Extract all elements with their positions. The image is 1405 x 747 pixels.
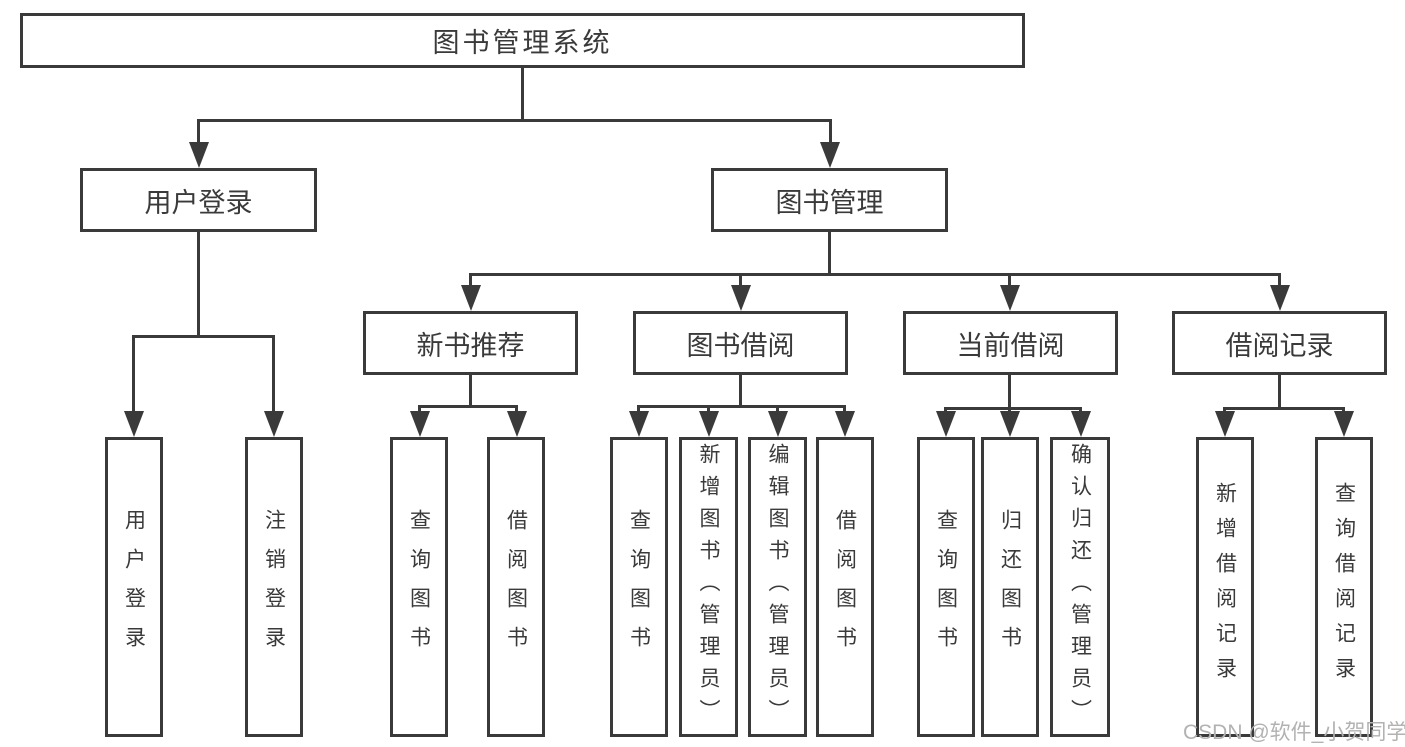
connector-line xyxy=(739,273,742,289)
connector-line xyxy=(197,232,200,335)
node-borrow-records-label: 借阅记录 xyxy=(1225,330,1334,361)
connector-line xyxy=(132,335,275,338)
connector-line xyxy=(1223,407,1345,410)
connector-line xyxy=(521,68,524,119)
connector-line xyxy=(1278,375,1281,407)
node-current-borrow: 当前借阅 xyxy=(903,311,1118,375)
arrow-down-icon xyxy=(1071,411,1091,437)
connector-line xyxy=(1008,375,1011,407)
arrow-down-icon xyxy=(936,411,956,437)
csdn-watermark: CSDN @软件_小贺同学 xyxy=(1183,721,1405,744)
connector-line xyxy=(739,375,742,405)
node-new-book-recommend-label: 新书推荐 xyxy=(416,330,525,361)
node-book-borrow-label: 图书借阅 xyxy=(686,330,795,361)
node-root-label: 图书管理系统 xyxy=(432,28,613,58)
arrow-down-icon xyxy=(410,411,430,437)
leaf-query-borrow-record: 查询借阅记录 xyxy=(1315,437,1373,737)
connector-line xyxy=(637,405,640,415)
connector-line xyxy=(272,335,275,415)
leaf-confirm-return-admin: 确认归还（管理员） xyxy=(1050,437,1110,737)
leaf-borrow-query-books-label: 查询图书 xyxy=(627,509,651,665)
arrow-down-icon xyxy=(507,411,527,437)
leaf-edit-books-admin: 编辑图书（管理员） xyxy=(748,437,807,737)
leaf-borrow-borrow-books: 借阅图书 xyxy=(816,437,874,737)
arrow-down-icon xyxy=(629,411,649,437)
arrow-down-icon xyxy=(768,411,788,437)
connector-line xyxy=(132,335,135,415)
connector-line xyxy=(707,405,710,415)
arrow-down-icon xyxy=(1000,411,1020,437)
node-user-login-label: 用户登录 xyxy=(144,187,253,218)
leaf-user-login: 用户登录 xyxy=(105,437,163,737)
connector-line xyxy=(1278,273,1281,289)
leaf-add-borrow-record: 新增借阅记录 xyxy=(1196,437,1254,737)
connector-line xyxy=(843,405,846,415)
connector-line xyxy=(515,405,518,415)
arrow-down-icon xyxy=(1334,411,1354,437)
connector-line xyxy=(637,405,846,408)
connector-line xyxy=(197,119,832,122)
leaf-return-books: 归还图书 xyxy=(981,437,1039,737)
leaf-borrow-query-books: 查询图书 xyxy=(610,437,668,737)
leaf-current-query-books: 查询图书 xyxy=(917,437,975,737)
node-book-management-label: 图书管理 xyxy=(775,187,884,218)
leaf-current-query-books-label: 查询图书 xyxy=(934,509,958,665)
arrow-down-icon xyxy=(699,411,719,437)
arrow-down-icon xyxy=(835,411,855,437)
arrow-down-icon xyxy=(264,411,284,437)
arrow-down-icon xyxy=(461,285,481,311)
arrow-down-icon xyxy=(1270,285,1290,311)
leaf-add-borrow-record-label: 新增借阅记录 xyxy=(1213,482,1237,692)
arrow-down-icon xyxy=(731,285,751,311)
leaf-query-borrow-record-label: 查询借阅记录 xyxy=(1332,482,1356,692)
leaf-edit-books-admin-label: 编辑图书（管理员） xyxy=(766,443,789,731)
leaf-newbooks-query-books: 查询图书 xyxy=(390,437,448,737)
arrow-down-icon xyxy=(820,142,840,168)
connector-line xyxy=(829,119,832,146)
leaf-add-books-admin-label: 新增图书（管理员） xyxy=(697,443,720,731)
leaf-logout-label: 注销登录 xyxy=(262,509,286,665)
leaf-borrow-borrow-books-label: 借阅图书 xyxy=(833,509,857,665)
node-book-borrow: 图书借阅 xyxy=(633,311,848,375)
arrow-down-icon xyxy=(1000,285,1020,311)
connector-line xyxy=(469,273,472,289)
node-book-management: 图书管理 xyxy=(711,168,948,232)
leaf-logout: 注销登录 xyxy=(245,437,303,737)
node-current-borrow-label: 当前借阅 xyxy=(956,330,1065,361)
leaf-newbooks-borrow-books-label: 借阅图书 xyxy=(504,509,528,665)
connector-line xyxy=(828,232,831,273)
leaf-newbooks-query-books-label: 查询图书 xyxy=(407,509,431,665)
leaf-return-books-label: 归还图书 xyxy=(998,509,1022,665)
arrow-down-icon xyxy=(189,142,209,168)
node-user-login: 用户登录 xyxy=(80,168,317,232)
connector-line xyxy=(944,407,1082,410)
arrow-down-icon xyxy=(124,411,144,437)
connector-line xyxy=(418,405,421,415)
connector-line xyxy=(469,375,472,405)
node-new-book-recommend: 新书推荐 xyxy=(363,311,578,375)
leaf-add-books-admin: 新增图书（管理员） xyxy=(679,437,738,737)
connector-line xyxy=(776,405,779,415)
connector-line xyxy=(469,273,1281,276)
node-root: 图书管理系统 xyxy=(20,13,1025,68)
leaf-user-login-label: 用户登录 xyxy=(122,509,146,665)
connector-line xyxy=(1008,273,1011,289)
arrow-down-icon xyxy=(1215,411,1235,437)
node-borrow-records: 借阅记录 xyxy=(1172,311,1387,375)
leaf-newbooks-borrow-books: 借阅图书 xyxy=(487,437,545,737)
connector-line xyxy=(197,119,200,146)
connector-line xyxy=(418,405,518,408)
leaf-confirm-return-admin-label: 确认归还（管理员） xyxy=(1068,443,1092,731)
